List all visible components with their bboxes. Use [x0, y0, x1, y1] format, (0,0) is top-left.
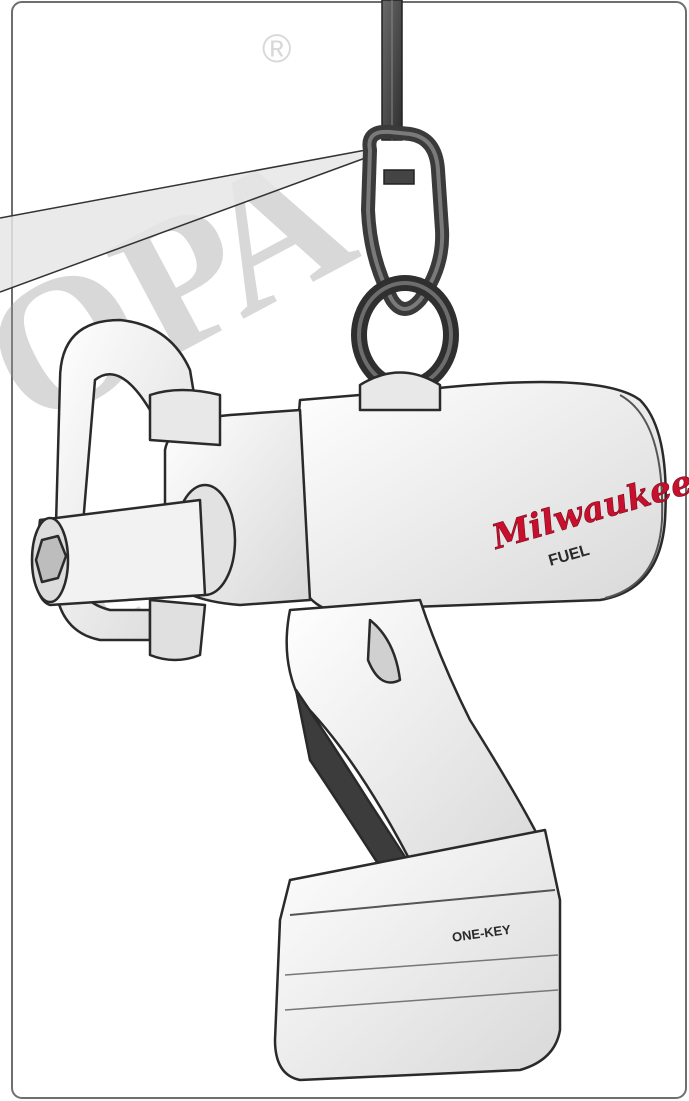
tether-ring-icon [351, 275, 459, 395]
side-knob [148, 388, 222, 447]
carabiner-icon [361, 124, 450, 316]
watermark-registered: ® [262, 27, 291, 71]
ring-mount [358, 371, 442, 412]
lanyard-icon [381, 0, 403, 141]
socket-hex [34, 534, 68, 584]
handle-knob [148, 598, 207, 662]
trigger [366, 618, 402, 684]
impact-wrench-icon [30, 318, 667, 1082]
callout-pointer [0, 149, 369, 293]
frame-border [11, 1, 687, 1099]
motor-housing [288, 380, 667, 612]
battery-icon [273, 828, 562, 1082]
